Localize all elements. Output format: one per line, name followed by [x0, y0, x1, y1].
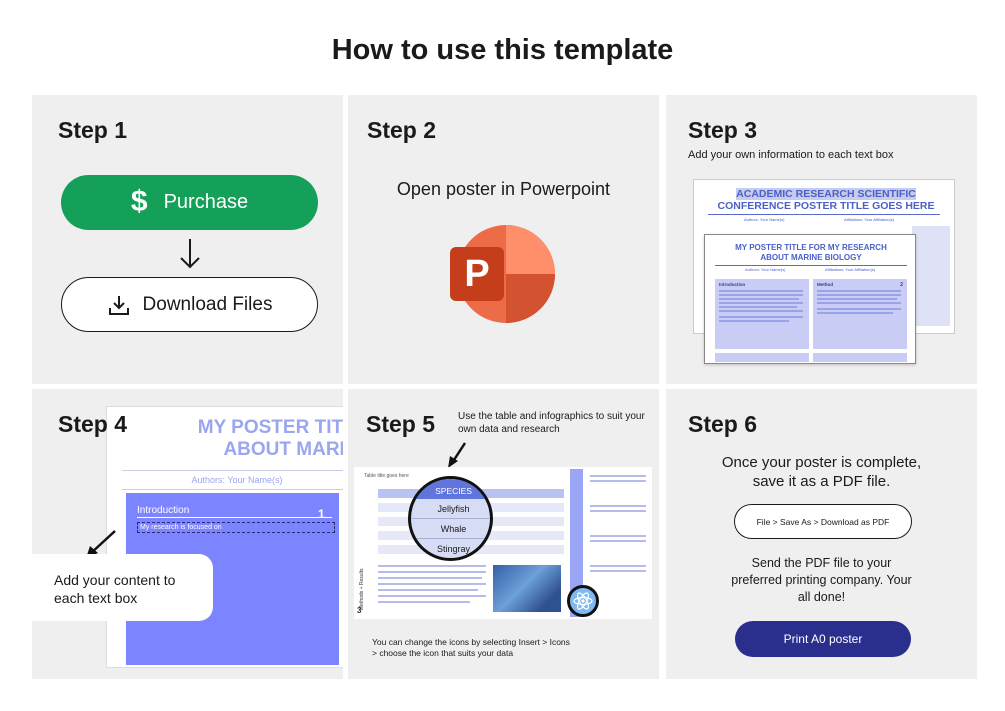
step5-panel: Step 5 Use the table and infographics to…	[348, 389, 659, 679]
pointer-arrow-icon	[448, 442, 467, 468]
step6-send-text: Send the PDF file to your preferred prin…	[731, 556, 912, 604]
step5-poster-preview: Table title goes here 3 Methods + Result…	[354, 467, 652, 619]
step3-panel: Step 3 Add your own information to each …	[666, 95, 977, 384]
down-arrow-icon	[180, 239, 200, 269]
species-row[interactable]: Jellyfish	[411, 499, 490, 519]
dollar-icon: $	[130, 184, 148, 218]
front-poster-method-column[interactable]: Method 2	[813, 279, 907, 349]
open-poster-text: Open poster in Powerpoint	[396, 179, 611, 199]
atom-icon-magnifier[interactable]	[567, 585, 599, 617]
step4-poster-title-line1: MY POSTER TITLE F	[197, 417, 343, 438]
step4-title: Step 4	[58, 411, 128, 437]
powerpoint-letter: P	[464, 253, 489, 295]
step4-section-title: Introduction	[137, 505, 190, 516]
save-as-pdf-button[interactable]: File > Save As > Download as PDF	[734, 504, 912, 539]
print-a0-poster-button[interactable]: Print A0 poster	[735, 621, 911, 657]
front-poster-affiliations: Affiliations: Your Affiliation(s)	[825, 267, 876, 272]
back-poster-title-line1: ACADEMIC RESEARCH SCIENTIFIC	[736, 188, 916, 200]
back-poster-column	[912, 226, 950, 326]
purchase-label: Purchase	[163, 191, 249, 213]
purchase-button[interactable]: $ Purchase	[61, 175, 318, 230]
step4-callout-bubble	[32, 554, 213, 621]
species-magnifier: SPECIES Jellyfish Whale Stingray	[408, 476, 493, 561]
step4-callout-text: Add your content to each text box	[54, 572, 176, 606]
step5-table-title: Table title goes here	[364, 473, 409, 479]
step4-text-field[interactable]: My research is focused on	[137, 522, 335, 533]
step4-poster-authors: Authors: Your Name(s)	[122, 470, 343, 490]
step2-panel: Step 2 Open poster in Powerpoint P	[348, 95, 659, 384]
front-poster-title-line2: ABOUT MARINE BIOLOGY	[760, 252, 862, 262]
step5-note-top: Use the table and infographics to suit y…	[458, 411, 645, 435]
species-row[interactable]: Whale	[411, 519, 490, 539]
step6-complete-text: Once your poster is complete, save it as…	[721, 454, 922, 490]
download-files-button[interactable]: Download Files	[61, 277, 318, 332]
front-poster: MY POSTER TITLE FOR MY RESEARCH ABOUT MA…	[704, 234, 916, 364]
step4-section-number: 1	[318, 507, 325, 521]
front-poster-title-line1: MY POSTER TITLE FOR MY RESEARCH	[735, 243, 887, 252]
step6-title: Step 6	[688, 411, 758, 437]
download-icon	[108, 295, 129, 315]
step4-poster-title-line2: ABOUT MARIN	[223, 439, 343, 460]
step5-section-number: 3	[357, 606, 362, 615]
step5-section-label: Methods + Results	[359, 568, 365, 610]
step5-title: Step 5	[366, 411, 436, 437]
back-poster-affiliations: Affiliations: Your Affiliation(s)	[844, 217, 895, 222]
back-poster-authors: Authors: Your Name(s)	[744, 217, 785, 222]
front-section2-title: Method	[817, 282, 833, 287]
back-poster-divider	[708, 214, 940, 215]
step6-panel: Step 6 Once your poster is complete, sav…	[666, 389, 977, 679]
front-section1-title: Introduction	[719, 282, 746, 287]
step1-panel: Step 1 $ Purchase Download Files	[32, 95, 343, 384]
front-poster-intro-column[interactable]: Introduction	[715, 279, 809, 349]
front-poster-title: MY POSTER TITLE FOR MY RESEARCH ABOUT MA…	[713, 243, 909, 262]
front-poster-footer-left	[715, 353, 809, 362]
step5-infographic-bar	[570, 469, 583, 617]
step4-section-divider	[137, 517, 332, 518]
step4-poster: MY POSTER TITLE F ABOUT MARIN Authors: Y…	[106, 406, 343, 668]
step2-title: Step 2	[367, 117, 437, 143]
front-section2-number: 2	[900, 282, 903, 288]
powerpoint-icon: P	[450, 225, 555, 323]
front-poster-authors: Authors: Your Name(s)	[745, 267, 786, 272]
species-row[interactable]: Stingray	[436, 544, 471, 554]
download-label: Download Files	[142, 293, 273, 315]
back-poster-title-line2: CONFERENCE POSTER TITLE GOES HERE	[717, 200, 935, 212]
step4-panel: MY POSTER TITLE F ABOUT MARIN Authors: Y…	[32, 389, 343, 679]
back-poster-title[interactable]: ACADEMIC RESEARCH SCIENTIFIC CONFERENCE …	[716, 188, 936, 212]
species-header: SPECIES	[411, 479, 490, 499]
step3-title: Step 3	[688, 117, 758, 143]
step5-note-bottom: You can change the icons by selecting In…	[372, 637, 570, 658]
front-poster-divider	[715, 265, 907, 266]
step3-subtitle: Add your own information to each text bo…	[688, 149, 894, 161]
page-title: How to use this template	[331, 34, 674, 66]
step1-title: Step 1	[58, 117, 128, 143]
front-poster-footer-right	[813, 353, 907, 362]
atom-icon	[573, 592, 593, 610]
step5-section-tab: 3 Methods + Results	[356, 555, 366, 617]
step5-ocean-image	[493, 565, 561, 612]
